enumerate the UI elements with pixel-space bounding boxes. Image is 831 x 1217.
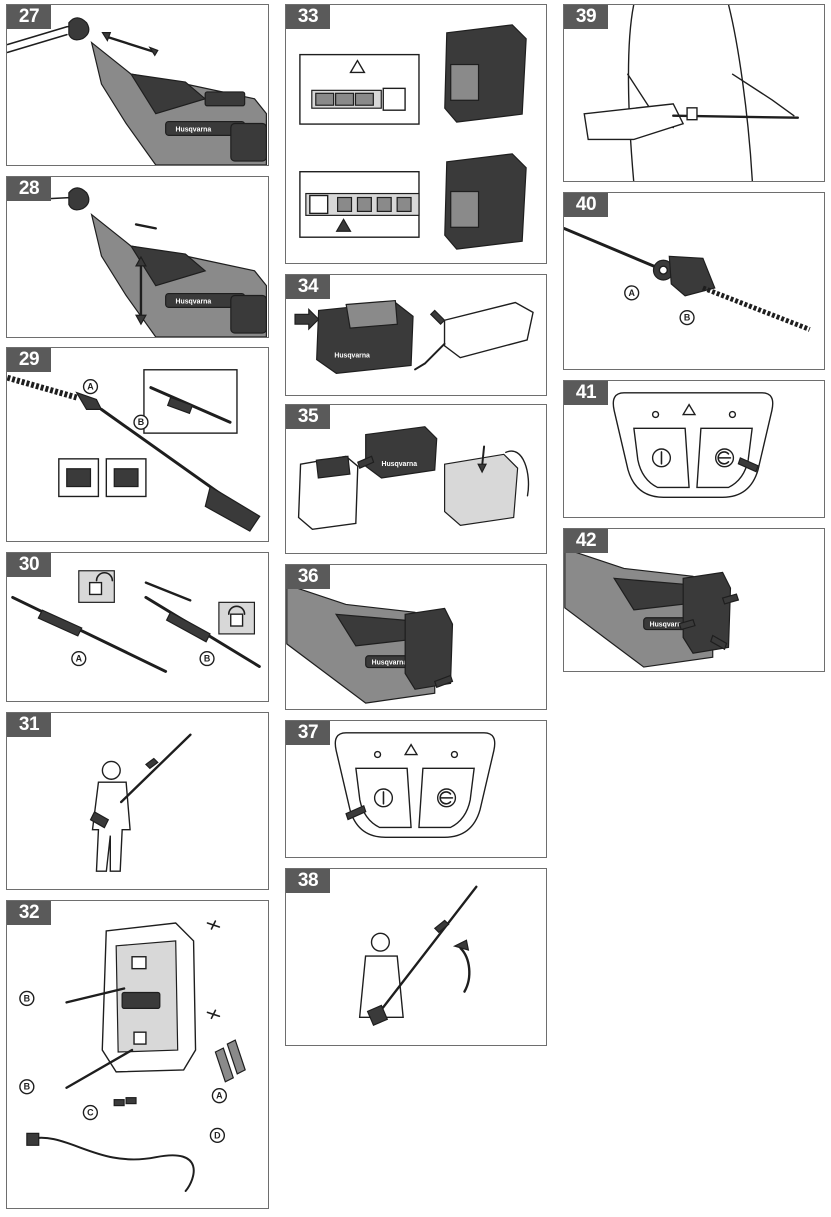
operator-holding-trimmer-illustration: [583, 5, 800, 181]
figure-number: 34: [286, 275, 330, 299]
pole-hedge-trimmer-handle-illustration: Husqvarna: [46, 187, 267, 337]
warning-triangle-icon: [349, 59, 366, 74]
figure-33: 33: [285, 4, 547, 264]
figure-number: 31: [7, 713, 51, 737]
callout-label: A: [216, 1091, 223, 1101]
battery-in-charger-illustration: Husqvarna: [297, 426, 530, 531]
arrow-icon: [678, 618, 696, 631]
arrow-icon: [737, 457, 759, 473]
callout-label: B: [24, 993, 31, 1003]
figure-number: 27: [7, 5, 51, 29]
arrow-icon: [345, 804, 367, 821]
arrow-icon: [294, 308, 320, 331]
wall-mount-installation-illustration: B B C A D: [19, 920, 246, 1192]
figure-29: A B 29: [6, 347, 269, 542]
figure-number: 28: [7, 177, 51, 201]
figure-28: Husqvarna 28: [6, 176, 269, 338]
figure-number: 36: [286, 565, 330, 589]
callout-label: B: [684, 313, 691, 323]
figure-42: Husqvarna 42: [563, 528, 825, 672]
figure-number: 39: [564, 5, 608, 29]
warning-triangle-icon: [681, 403, 697, 416]
figure-number: 40: [564, 193, 608, 217]
figure-number: 37: [286, 721, 330, 745]
figure-number: 35: [286, 405, 330, 429]
figure-41: 41: [563, 380, 825, 518]
battery-charge-indicator-illustration: [299, 24, 527, 250]
callout-label: B: [138, 417, 145, 427]
figure-27: Husqvarna 27: [6, 4, 269, 166]
keypad-savE-button-illustration: [612, 392, 774, 498]
callout-label: B: [24, 1082, 31, 1092]
callout-label: A: [628, 288, 635, 298]
figure-37: 37: [285, 720, 547, 858]
figure-number: 30: [7, 553, 51, 577]
brand-logo-text: Husqvarna: [176, 298, 212, 305]
figure-number: 38: [286, 869, 330, 893]
brand-logo-text: Husqvarna: [381, 461, 417, 468]
arrow-icon: [477, 463, 488, 474]
locked-padlock-icon: [227, 605, 246, 615]
double-arrow-icon: [101, 32, 159, 57]
shaft-assembly-illustration: A B: [7, 369, 261, 532]
figure-number: 33: [286, 5, 330, 29]
keypad-power-button-illustration: [334, 732, 496, 838]
arrow-icon: [357, 455, 375, 469]
figure-35: Husqvarna 35: [285, 404, 547, 554]
figure-38: 38: [285, 868, 547, 1046]
figure-40: A B 40: [563, 192, 825, 370]
figure-number: 29: [7, 348, 51, 372]
battery-removal-illustration: Husqvarna: [564, 547, 740, 668]
callout-label: A: [87, 382, 94, 392]
arrow-icon: [721, 593, 740, 605]
callout-label: C: [87, 1108, 94, 1118]
arrow-icon: [710, 634, 728, 651]
vertical-double-arrow-icon: [135, 255, 147, 326]
warning-triangle-icon: [335, 218, 352, 232]
figure-32: B B C A D 32: [6, 900, 269, 1209]
operator-raising-trimmer-illustration: [358, 885, 478, 1027]
figure-31: 31: [6, 712, 269, 890]
operator-working-position-illustration: [89, 733, 192, 872]
figure-34: Husqvarna 34: [285, 274, 547, 396]
figure-number: 42: [564, 529, 608, 553]
arrow-icon: [433, 674, 454, 689]
brand-logo-text: Husqvarna: [334, 353, 370, 360]
figure-39: 39: [563, 4, 825, 182]
curved-arrow-icon: [452, 939, 470, 951]
figure-number: 32: [7, 901, 51, 925]
battery-insert-handle-illustration: Husqvarna: [286, 583, 454, 704]
pole-hedge-trimmer-handle-illustration: Husqvarna: [7, 17, 267, 165]
charger-connection-illustration: Husqvarna: [294, 299, 534, 374]
callout-label: B: [204, 654, 210, 664]
trimmer-head-angle-adjust-illustration: A B: [564, 227, 811, 332]
figure-number: 41: [564, 381, 608, 405]
warning-triangle-icon: [403, 743, 419, 756]
brand-logo-text: Husqvarna: [176, 126, 212, 133]
brand-logo-text: Husqvarna: [372, 660, 408, 667]
callout-label: D: [214, 1130, 221, 1140]
callout-label: A: [76, 654, 83, 664]
figure-36: Husqvarna 36: [285, 564, 547, 710]
arrow-icon: [429, 309, 446, 326]
brand-logo-text: Husqvarna: [650, 622, 686, 629]
shaft-lock-illustration: A B: [11, 570, 261, 673]
figure-30: A B 30: [6, 552, 269, 702]
unlocked-padlock-icon: [95, 572, 114, 582]
